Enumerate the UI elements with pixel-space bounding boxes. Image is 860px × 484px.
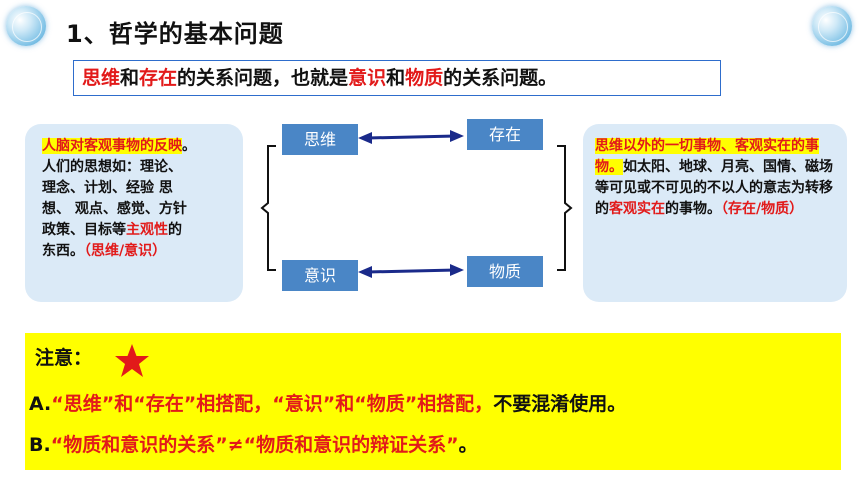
note-a-rest: 不要混淆使用。	[493, 393, 627, 415]
objective-reality-term: 客观实在	[609, 201, 665, 217]
intro-end: 的关系问题。	[443, 67, 558, 89]
left-card-line: 政策、目标等	[42, 222, 126, 238]
left-card-period: 。	[182, 138, 196, 154]
left-card-line: 东西。	[42, 243, 84, 259]
note-a-prefix: A.	[29, 393, 52, 415]
note-item-a: A.“思维”和“存在”相搭配，“意识”和“物质”相搭配，不要混淆使用。	[29, 389, 626, 416]
left-card-line: 想、 观点、感觉、方针	[42, 201, 187, 217]
existence-matter-tag: （存在/物质）	[721, 201, 804, 217]
globe-icon-left	[6, 6, 46, 46]
subjective-term: 主观性	[126, 222, 168, 238]
intro-existence: 存在	[139, 67, 178, 89]
note-a-emphasis: “思维”和“存在”相搭配，“意识”和“物质”相搭配，	[51, 393, 494, 415]
note-b-emphasis: “物质和意识的关系”≠“物质和意识的辩证关系”	[50, 434, 459, 456]
existence-definition-card: 思维以外的一切事物、客观实在的事物。如太阳、地球、月亮、国情、磁场等可见或不可见…	[583, 124, 847, 302]
left-card-line: 理念、计划、经验 思	[42, 180, 173, 196]
note-item-b: B.“物质和意识的关系”≠“物质和意识的辩证关系”。	[29, 430, 478, 457]
note-b-prefix: B.	[29, 434, 51, 456]
node-existence: 存在	[467, 119, 543, 150]
note-b-rest: 。	[458, 434, 478, 456]
intro-consciousness: 意识	[348, 67, 387, 89]
intro-matter: 物质	[405, 67, 444, 89]
note-box: 注意： A.“思维”和“存在”相搭配，“意识”和“物质”相搭配，不要混淆使用。 …	[25, 333, 841, 470]
page-title: 1、哲学的基本问题	[66, 20, 284, 48]
thinking-definition-highlight: 人脑对客观事物的反映	[42, 138, 182, 154]
intro-thinking: 思维	[82, 67, 121, 89]
left-card-line: 的	[168, 222, 182, 238]
existence-examples-end: 的事物。	[665, 201, 721, 217]
double-arrow-bottom	[358, 264, 464, 278]
double-arrow-top	[358, 130, 464, 144]
intro-and-1: 和	[120, 67, 140, 89]
star-icon	[115, 344, 149, 377]
node-consciousness: 意识	[282, 260, 358, 291]
left-bracket	[260, 145, 276, 271]
intro-statement: 思维和存在的关系问题，也就是意识和物质的关系问题。	[73, 60, 721, 96]
intro-and-2: 和	[386, 67, 406, 89]
intro-middle: 的关系问题，也就是	[177, 67, 349, 89]
globe-icon-right	[812, 6, 852, 46]
node-matter: 物质	[467, 256, 543, 287]
thinking-consciousness-tag: （思维/意识）	[84, 243, 167, 259]
thinking-definition-card: 人脑对客观事物的反映。 人们的思想如：理论、 理念、计划、经验 思 想、 观点、…	[25, 124, 243, 302]
node-thinking: 思维	[282, 124, 358, 155]
existence-examples: 如太阳、地球、月亮、国情、磁场等可见或不可见的不以人的意志为转移的	[595, 159, 833, 217]
right-bracket	[557, 145, 573, 271]
note-label: 注意：	[35, 347, 93, 369]
left-card-line: 人们的思想如：理论、	[42, 159, 182, 175]
